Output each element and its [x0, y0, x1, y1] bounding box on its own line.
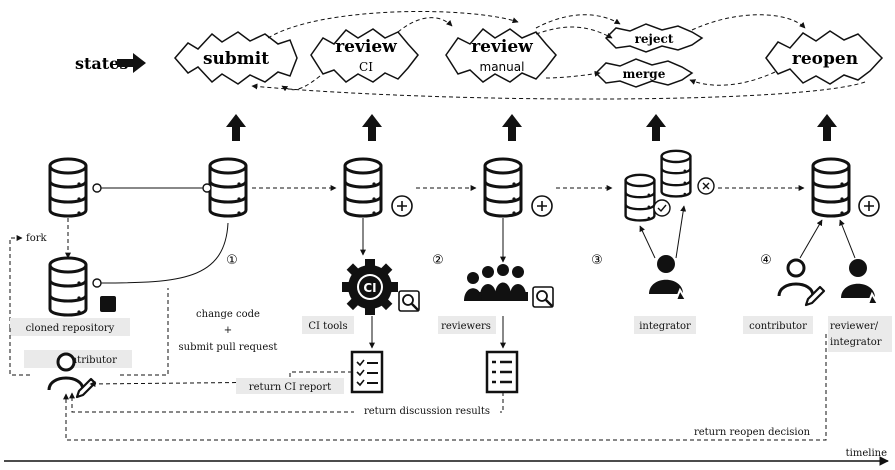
database-icon-integrator-a: [624, 173, 656, 222]
state-reopen-label: reopen: [792, 49, 858, 69]
user-icon-contributor-right: [777, 258, 815, 298]
check-circle-icon: [653, 199, 671, 217]
state-merge: merge: [594, 58, 694, 88]
database-icon-origin: [48, 157, 88, 218]
state-review-manual: review manual: [445, 27, 557, 83]
contributor-left-label: contributor: [59, 355, 117, 366]
up-arrow-icon-3: [502, 114, 522, 141]
up-arrow-icon-4: [646, 114, 666, 141]
state-reject-label: reject: [635, 32, 674, 46]
plus-circle-icon-reopen: [858, 195, 880, 217]
state-transition-arrows: [251, 10, 866, 100]
checklist-icon: [350, 350, 384, 394]
step-4: ④: [760, 253, 772, 268]
state-review-manual-title: review: [471, 37, 533, 57]
document-icon: [485, 350, 519, 394]
pencil-icon-right: [804, 285, 826, 307]
flow-arrows: [65, 185, 805, 259]
integrator-label: integrator: [639, 321, 691, 332]
reviewers-label: reviewers: [441, 321, 491, 332]
return-reopen-decision-label: return reopen decision: [694, 427, 811, 438]
step-1: ①: [226, 253, 238, 268]
right-arrow-icon: [117, 53, 146, 73]
step-3: ③: [591, 253, 603, 268]
branch-icon: [100, 296, 116, 312]
step-2: ②: [432, 253, 444, 268]
plus-circle-icon-ci: [391, 195, 413, 217]
up-arrow-icon-2: [362, 114, 382, 141]
return-ci-report-label: return CI report: [249, 382, 331, 393]
database-icon-cloned: [48, 256, 88, 317]
plus-circle-icon-review: [531, 195, 553, 217]
state-reopen: reopen: [765, 30, 884, 85]
timeline-label: timeline: [846, 448, 887, 459]
group-icon: [464, 264, 528, 301]
state-review-ci-title: review: [335, 37, 397, 57]
database-icon-review: [483, 157, 523, 218]
state-merge-label: merge: [623, 67, 666, 81]
magnifier-icon-ci: [397, 289, 421, 313]
change-code-label: change code: [196, 309, 260, 320]
reviewer-integrator-label-1: reviewer/: [830, 321, 879, 332]
state-review-ci: review CI: [310, 28, 419, 83]
state-reject: reject: [604, 23, 704, 53]
plus-label: +: [224, 325, 232, 336]
reviewer-integrator-label-2: integrator: [830, 337, 882, 348]
arrow-icon-reviewer: [866, 289, 883, 305]
up-arrow-icon-5: [817, 114, 837, 141]
user-icon-reviewer-integrator: [841, 259, 875, 298]
ci-badge-label: CI: [363, 281, 376, 295]
up-arrow-icon-1: [226, 114, 246, 141]
state-review-manual-sub: manual: [480, 60, 525, 74]
user-icon-integrator: [649, 255, 683, 294]
contributor-right-label: contributor: [749, 321, 807, 332]
ci-tools-label: CI tools: [308, 321, 347, 332]
database-icon-submit: [208, 157, 248, 218]
fork-label: fork: [26, 233, 48, 244]
cloned-repository-label: cloned repository: [26, 323, 115, 334]
state-review-ci-sub: CI: [359, 60, 373, 74]
states-label: states: [75, 54, 128, 73]
database-icon-reopen: [811, 157, 851, 218]
return-discussion-results-label: return discussion results: [364, 406, 490, 417]
database-icon-ci: [343, 157, 383, 218]
submit-pull-request-label: submit pull request: [179, 342, 278, 353]
state-submit: submit: [174, 31, 298, 85]
magnifier-icon-reviewers: [531, 285, 555, 309]
arrow-icon-integrator: [674, 285, 691, 301]
gear-icon: CI: [342, 259, 398, 315]
state-submit-label: submit: [203, 49, 269, 69]
database-icon-integrator-b: [660, 149, 692, 198]
